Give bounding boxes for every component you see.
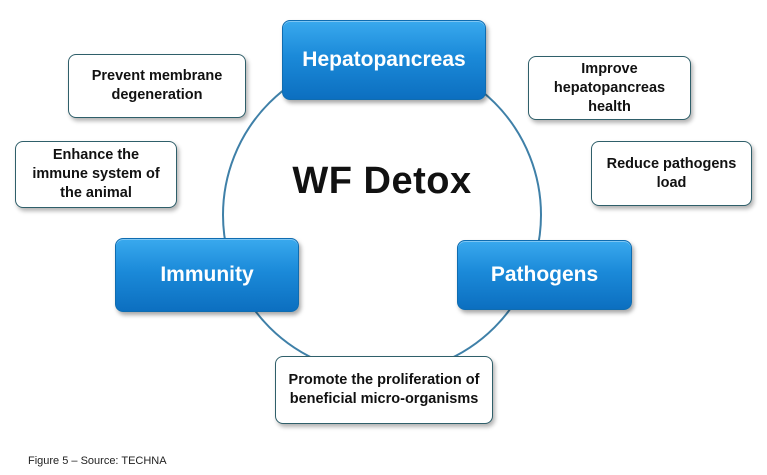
note-enhance-immune: Enhance the immune system of the animal — [15, 141, 177, 208]
note-improve-hepatopancreas: Improve hepatopancreas health — [528, 56, 691, 120]
figure-caption: Figure 5 – Source: TECHNA — [28, 455, 167, 467]
node-hepatopancreas: Hepatopancreas — [282, 20, 486, 100]
note-prevent-membrane: Prevent membrane degeneration — [68, 54, 246, 118]
node-pathogens: Pathogens — [457, 240, 632, 310]
note-promote-proliferation: Promote the proliferation of beneficial … — [275, 356, 493, 424]
center-title: WF Detox — [292, 160, 472, 202]
cycle-ring — [222, 55, 542, 375]
note-reduce-pathogens: Reduce pathogens load — [591, 141, 752, 206]
node-immunity: Immunity — [115, 238, 299, 312]
